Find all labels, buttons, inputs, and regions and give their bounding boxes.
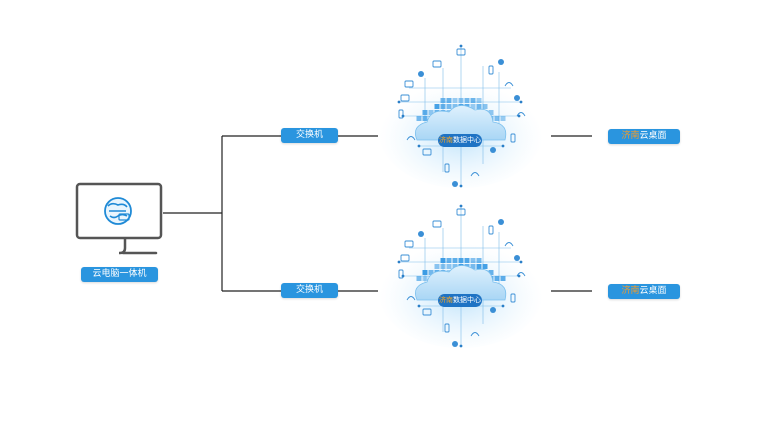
device-monitor-icon — [404, 240, 414, 248]
network-endpoint-dot — [417, 144, 421, 148]
device-icons — [398, 48, 526, 187]
network-endpoint-dot — [459, 344, 463, 348]
network-endpoint-dot — [459, 44, 463, 48]
cloud-icon — [414, 105, 507, 141]
device-monitor-icon — [400, 94, 410, 102]
cloud-desktop-label-top[interactable]: 济南云桌面 — [608, 129, 680, 144]
device-phone-icon — [444, 163, 450, 173]
network-endpoint-dot — [517, 114, 521, 118]
device-phone-icon — [510, 293, 516, 303]
device-headset-icon — [470, 332, 480, 337]
device-headset-icon — [504, 82, 514, 87]
device-monitor-icon — [422, 148, 432, 156]
network-endpoint-dot — [501, 304, 505, 308]
network-endpoint-dot — [417, 304, 421, 308]
cloud-desktop-label-bottom-prefix: 济南 — [621, 286, 640, 296]
cloud-desktop-label-top-prefix: 济南 — [621, 131, 640, 141]
cloud-desktop-label-bottom[interactable]: 济南云桌面 — [608, 284, 680, 299]
datacenter-label-top-suffix: 数据中心 — [453, 136, 481, 144]
datacenter-label-bottom-suffix: 数据中心 — [453, 296, 481, 304]
device-monitor-icon — [432, 220, 442, 228]
cloud-desktop-label-bottom-suffix: 云桌面 — [639, 286, 667, 296]
network-endpoint-dot — [401, 274, 405, 278]
cloud-desktop-label-top-suffix: 云桌面 — [639, 131, 667, 141]
network-endpoint-dot — [519, 100, 523, 104]
network-endpoint-dot — [501, 144, 505, 148]
cloud-computer-logo-icon — [104, 197, 132, 225]
device-headset-icon — [504, 242, 514, 247]
device-headset-icon — [406, 296, 416, 301]
device-node-icon — [452, 341, 458, 347]
datacenter-cluster-top — [379, 44, 543, 188]
datacenter-cluster-bottom — [379, 204, 543, 348]
device-icons — [398, 208, 526, 347]
device-monitor-icon — [422, 308, 432, 316]
device-phone-icon — [488, 65, 494, 75]
device-headset-icon — [406, 136, 416, 141]
device-monitor-icon — [400, 254, 410, 262]
network-endpoint-dot — [517, 274, 521, 278]
cloud-icon — [414, 265, 507, 301]
device-node-icon — [418, 231, 424, 237]
device-node-icon — [490, 307, 496, 313]
network-endpoint-dot — [397, 260, 401, 264]
device-headset-icon — [516, 272, 526, 277]
device-node-icon — [490, 147, 496, 153]
switch-label-top[interactable]: 交换机 — [281, 128, 338, 143]
datacenter-label-top: 济南数据中心 — [438, 134, 482, 147]
device-monitor-icon — [456, 48, 466, 56]
device-node-icon — [514, 95, 520, 101]
device-node-icon — [498, 219, 504, 225]
datacenter-label-top-prefix: 济南 — [439, 136, 453, 144]
device-node-icon — [452, 181, 458, 187]
device-monitor-icon — [432, 60, 442, 68]
device-phone-icon — [398, 109, 404, 119]
network-endpoint-dot — [459, 204, 463, 208]
monitor-icon — [75, 182, 163, 255]
network-endpoint-dot — [459, 184, 463, 188]
datacenter-label-bottom-prefix: 济南 — [439, 296, 453, 304]
device-phone-icon — [510, 133, 516, 143]
network-endpoint-dot — [397, 100, 401, 104]
datacenter-label-bottom: 济南数据中心 — [438, 294, 482, 307]
device-phone-icon — [444, 323, 450, 333]
device-node-icon — [418, 71, 424, 77]
device-monitor-icon — [456, 208, 466, 216]
device-node-icon — [514, 255, 520, 261]
device-node-icon — [498, 59, 504, 65]
network-endpoint-dot — [519, 260, 523, 264]
device-headset-icon — [470, 172, 480, 177]
device-phone-icon — [398, 269, 404, 279]
terminal-label: 云电脑一体机 — [81, 267, 158, 282]
device-monitor-icon — [404, 80, 414, 88]
device-phone-icon — [488, 225, 494, 235]
device-headset-icon — [516, 112, 526, 117]
network-endpoint-dot — [401, 114, 405, 118]
switch-label-bottom[interactable]: 交换机 — [281, 283, 338, 298]
